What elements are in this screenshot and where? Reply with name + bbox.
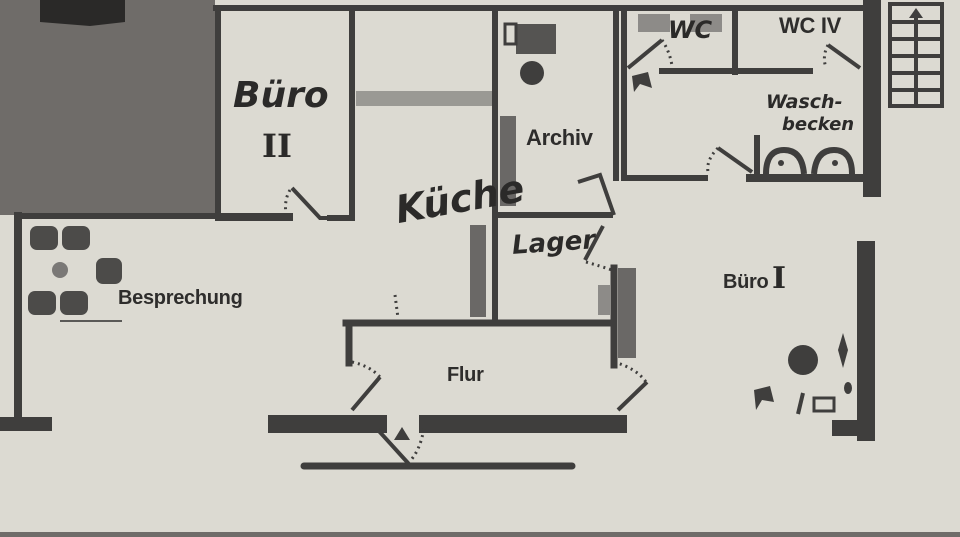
office-chair-icon [788, 345, 818, 375]
room-number-buero-2: II [262, 127, 292, 165]
room-label-waschbecken-1: Wasch- [766, 91, 843, 113]
stairs-icon [888, 2, 944, 108]
chair-icon [520, 61, 544, 85]
room-label-flur: Flur [447, 364, 484, 386]
doors [290, 38, 862, 465]
room-label-wc: WC [668, 16, 713, 44]
room-label-wc-4: WC IV [779, 13, 842, 38]
lamp-icon [838, 333, 848, 368]
meeting-chairs [28, 226, 122, 315]
archive-desk [516, 24, 556, 54]
room-label-besprechung: Besprechung [118, 287, 243, 309]
walls [0, 0, 881, 470]
room-label-archiv: Archiv [526, 125, 593, 150]
desk-icon [812, 396, 836, 413]
room-label-buero-1: Büro [723, 271, 769, 293]
door-swings [284, 39, 830, 465]
stairs-up-arrow-icon [909, 8, 923, 18]
plant-icon [52, 262, 68, 278]
room-label-lager: Lager [511, 225, 597, 261]
room-label-buero-2: Büro [233, 75, 329, 116]
room-number-buero-1: I [772, 261, 787, 296]
shadow-object [40, 0, 125, 26]
room-label-waschbecken-2: becken [782, 114, 855, 135]
plant-icon [632, 72, 652, 92]
entrance-arrow-icon [394, 427, 410, 440]
kitchen-counter [356, 91, 492, 106]
shelves [470, 14, 722, 358]
sinks-icon [754, 135, 855, 176]
plant-icon [754, 386, 774, 410]
